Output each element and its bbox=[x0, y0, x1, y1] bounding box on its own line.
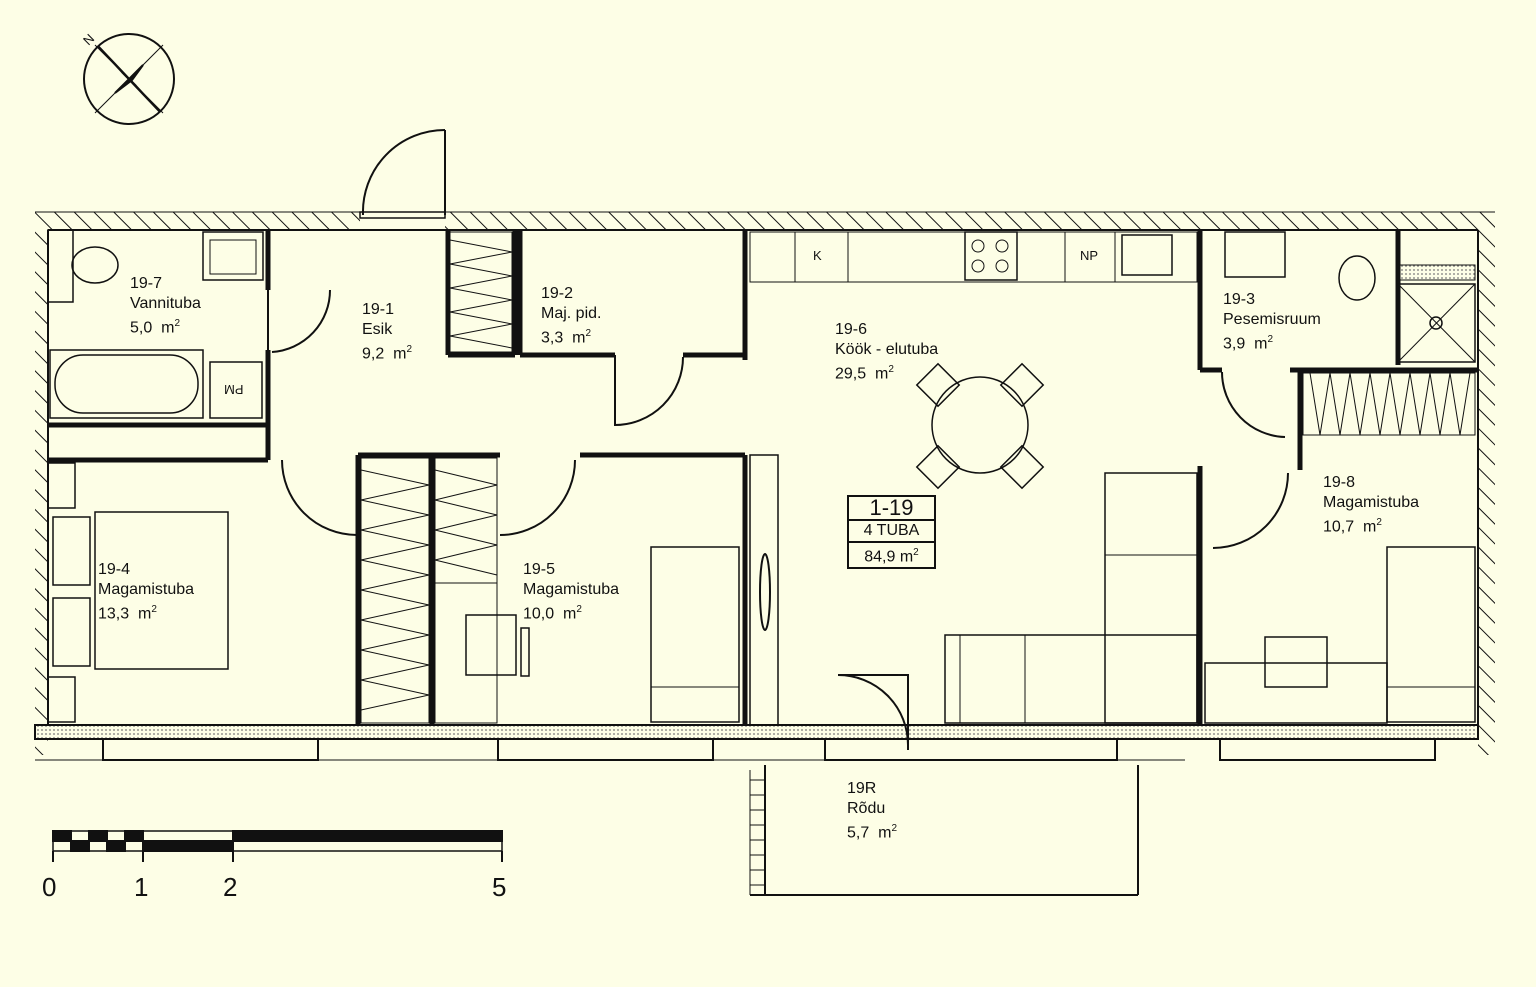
room-area: 10,0 m2 bbox=[523, 604, 582, 623]
room-19-7: 19-7 Vannituba 5,0 m2 bbox=[130, 274, 201, 338]
room-19-1: 19-1 Esik 9,2 m2 bbox=[362, 300, 412, 364]
wall-right bbox=[1478, 230, 1495, 755]
compass-icon bbox=[83, 33, 175, 125]
scale-label-5: 5 bbox=[492, 872, 507, 902]
scale-label-1: 1 bbox=[134, 872, 149, 902]
room-area: 13,3 m2 bbox=[98, 604, 157, 623]
scale-label-2: 2 bbox=[223, 872, 238, 902]
room-name: Magamistuba bbox=[98, 581, 195, 598]
room-19-3: 19-3 Pesemisruum 3,9 m2 bbox=[1223, 290, 1321, 354]
room-id: 19-5 bbox=[523, 561, 556, 578]
room-name: Magamistuba bbox=[1323, 494, 1420, 511]
room-id: 19-6 bbox=[835, 321, 868, 338]
room-name: Köök - elutuba bbox=[835, 341, 939, 358]
scale-label-0: 0 bbox=[42, 872, 57, 902]
room-id: 19-2 bbox=[541, 285, 574, 302]
room-19-5: 19-5 Magamistuba 10,0 m2 bbox=[523, 560, 619, 624]
room-id: 19-3 bbox=[1223, 291, 1256, 308]
room-name: Magamistuba bbox=[523, 581, 620, 598]
scale-bar bbox=[52, 830, 503, 862]
wall-top bbox=[35, 212, 360, 230]
room-id: 19R bbox=[847, 780, 877, 797]
apartment-number: 1-19 bbox=[849, 497, 934, 521]
room-19-6: 19-6 Köök - elutuba 29,5 m2 bbox=[835, 320, 938, 384]
room-name: Pesemisruum bbox=[1223, 311, 1321, 328]
room-id: 19-7 bbox=[130, 275, 163, 292]
room-area: 5,7 m2 bbox=[847, 823, 898, 842]
room-area: 3,3 m2 bbox=[541, 328, 592, 347]
room-name: Esik bbox=[362, 321, 393, 338]
room-id: 19-4 bbox=[98, 561, 131, 578]
apartment-info-box: 1-19 4 TUBA 84,9 m2 bbox=[847, 495, 936, 570]
dining-table bbox=[931, 376, 1029, 474]
room-name: Maj. pid. bbox=[541, 305, 602, 322]
washer-label: PM bbox=[224, 382, 244, 397]
room-area: 3,9 m2 bbox=[1223, 334, 1274, 353]
room-area: 29,5 m2 bbox=[835, 364, 894, 383]
balcony bbox=[749, 765, 1139, 896]
room-id: 19-8 bbox=[1323, 474, 1356, 491]
room-name: Vannituba bbox=[130, 295, 201, 312]
room-19-4: 19-4 Magamistuba 13,3 m2 bbox=[98, 560, 194, 624]
room-19-8: 19-8 Magamistuba 10,7 m2 bbox=[1323, 473, 1419, 537]
fridge-label: K bbox=[813, 248, 822, 263]
wall-left bbox=[35, 230, 48, 755]
room-area: 5,0 m2 bbox=[130, 318, 181, 337]
apartment-area: 84,9 m2 bbox=[864, 547, 919, 566]
apartment-rooms: 4 TUBA bbox=[849, 521, 934, 543]
room-name: Rõdu bbox=[847, 800, 886, 817]
room-19R: 19R Rõdu 5,7 m2 bbox=[847, 779, 897, 843]
room-19-2: 19-2 Maj. pid. 3,3 m2 bbox=[541, 284, 601, 348]
room-area: 10,7 m2 bbox=[1323, 517, 1382, 536]
room-area: 9,2 m2 bbox=[362, 344, 413, 363]
room-id: 19-1 bbox=[362, 301, 395, 318]
dishwasher-label: NP bbox=[1080, 248, 1099, 263]
